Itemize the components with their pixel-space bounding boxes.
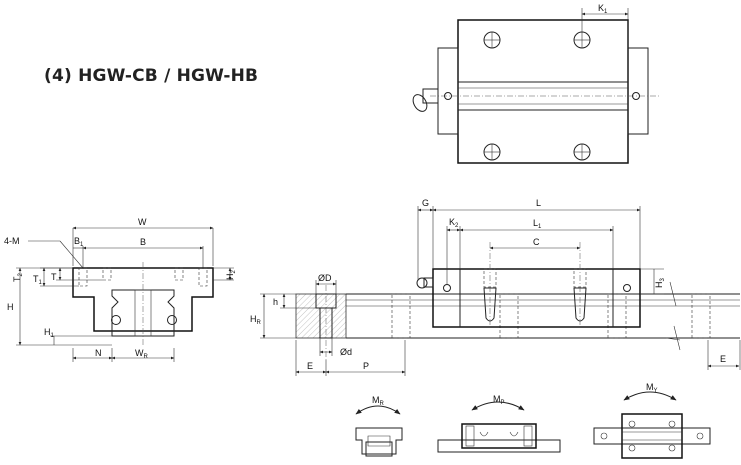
dim-w: W	[138, 217, 147, 227]
grease-nipple-icon	[412, 88, 439, 112]
bolt-hole-icon	[483, 143, 501, 161]
rail-section: ØD h HR Ød E P	[250, 273, 406, 376]
moment-mr-label: MR	[372, 395, 385, 407]
dim-h1: H1	[44, 327, 55, 339]
dim-wr: WR	[135, 348, 149, 360]
dim-p: P	[363, 361, 369, 371]
dim-t: T	[51, 272, 57, 282]
dim-h-small: h	[273, 297, 278, 307]
dim-k2: K2	[449, 217, 459, 229]
bolt-hole-icon	[483, 31, 501, 49]
dim-t1: T1	[33, 274, 43, 286]
dim-h2: H2	[225, 270, 237, 281]
dim-hr: HR	[250, 314, 262, 326]
bolt-hole-icon	[573, 31, 591, 49]
bolt-hole-icon	[573, 143, 591, 161]
moment-my-label: MY	[646, 382, 658, 394]
dim-l1: L1	[533, 218, 542, 230]
dim-g: G	[422, 198, 429, 208]
moment-mp-icon: MP	[437, 394, 561, 453]
dim-n: N	[95, 348, 102, 358]
dim-h3: H3	[654, 278, 666, 289]
bolt-callout: 4-M	[4, 236, 20, 246]
dim-d: Ød	[340, 347, 352, 357]
dim-c: C	[533, 237, 540, 247]
top-view: K1	[412, 3, 660, 164]
dim-e-left: E	[307, 361, 313, 371]
dim-od: ØD	[318, 273, 332, 283]
page-title: (4) HGW-CB / HGW-HB	[44, 66, 259, 86]
dim-e-right: E	[720, 354, 726, 364]
dim-t2: T2	[12, 273, 24, 283]
dim-l: L	[536, 198, 541, 208]
dim-b1: B1	[74, 236, 84, 248]
moment-mr-icon: MR	[355, 395, 403, 457]
side-view: G L K2 L1 C H3 E	[346, 198, 741, 370]
moment-mp-label: MP	[493, 394, 505, 406]
grease-nipple-icon	[416, 277, 434, 289]
dim-b: B	[140, 237, 146, 247]
front-view: W B B1 4-M H T1 T H2 T2 H1	[4, 217, 237, 362]
dim-k1: K1	[598, 3, 608, 15]
moment-my-icon: MY	[593, 382, 711, 459]
dim-h: H	[7, 302, 14, 312]
